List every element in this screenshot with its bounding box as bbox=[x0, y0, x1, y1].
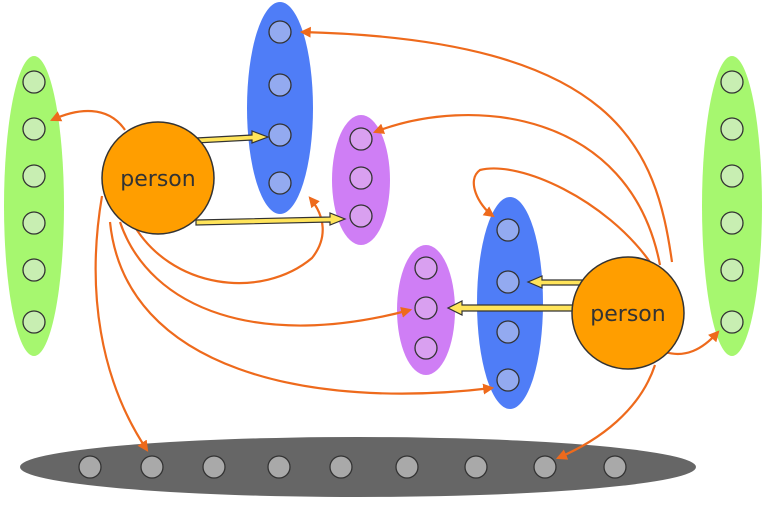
edge bbox=[555, 364, 657, 460]
hand-arrow bbox=[526, 275, 583, 289]
blue-top-nodes bbox=[268, 20, 292, 195]
node bbox=[22, 117, 46, 141]
person-right: person bbox=[571, 256, 685, 370]
blue-group-right bbox=[477, 197, 543, 409]
gray-nodes bbox=[78, 455, 627, 479]
node bbox=[496, 368, 520, 392]
node bbox=[720, 117, 744, 141]
node bbox=[395, 455, 419, 479]
node bbox=[22, 258, 46, 282]
node bbox=[496, 320, 520, 344]
person-circle bbox=[571, 256, 685, 370]
node bbox=[267, 455, 291, 479]
hand-arrow bbox=[195, 212, 347, 226]
node bbox=[414, 256, 438, 280]
blue-right-nodes bbox=[496, 218, 520, 392]
node bbox=[720, 211, 744, 235]
node bbox=[329, 455, 353, 479]
node bbox=[22, 310, 46, 334]
node bbox=[414, 336, 438, 360]
blue-group-top bbox=[247, 2, 313, 214]
node bbox=[349, 166, 373, 190]
node bbox=[603, 455, 627, 479]
edge bbox=[94, 195, 149, 452]
edge bbox=[50, 110, 126, 131]
edge bbox=[372, 113, 662, 266]
node bbox=[202, 455, 226, 479]
person-left: person bbox=[101, 121, 215, 235]
node bbox=[720, 164, 744, 188]
edge bbox=[108, 221, 495, 395]
node bbox=[268, 123, 292, 147]
node bbox=[720, 310, 744, 334]
edge bbox=[664, 330, 720, 356]
green-group-left bbox=[4, 56, 64, 356]
node bbox=[464, 455, 488, 479]
edges bbox=[50, 26, 720, 460]
edge bbox=[118, 221, 413, 327]
node bbox=[22, 70, 46, 94]
edge bbox=[299, 26, 674, 263]
hand-arrow bbox=[195, 130, 270, 144]
node bbox=[414, 296, 438, 320]
person-label: person bbox=[590, 302, 665, 327]
node bbox=[22, 211, 46, 235]
purple-top-nodes bbox=[349, 127, 373, 228]
gray-group-bottom bbox=[20, 437, 696, 497]
hand-arrow bbox=[446, 300, 581, 316]
node bbox=[78, 455, 102, 479]
person-circle bbox=[101, 121, 215, 235]
node bbox=[720, 70, 744, 94]
node bbox=[496, 270, 520, 294]
hand-arrows bbox=[195, 130, 583, 316]
node bbox=[268, 20, 292, 44]
edge bbox=[472, 167, 651, 263]
node bbox=[268, 171, 292, 195]
node bbox=[349, 204, 373, 228]
person-label: person bbox=[120, 167, 195, 192]
node bbox=[720, 258, 744, 282]
node bbox=[533, 455, 557, 479]
purple-bottom-nodes bbox=[414, 256, 438, 360]
green-left-nodes bbox=[22, 70, 46, 334]
node bbox=[140, 455, 164, 479]
node bbox=[496, 218, 520, 242]
node bbox=[22, 164, 46, 188]
green-right-nodes bbox=[720, 70, 744, 334]
node bbox=[268, 73, 292, 97]
green-group-right bbox=[702, 56, 762, 356]
node bbox=[349, 127, 373, 151]
